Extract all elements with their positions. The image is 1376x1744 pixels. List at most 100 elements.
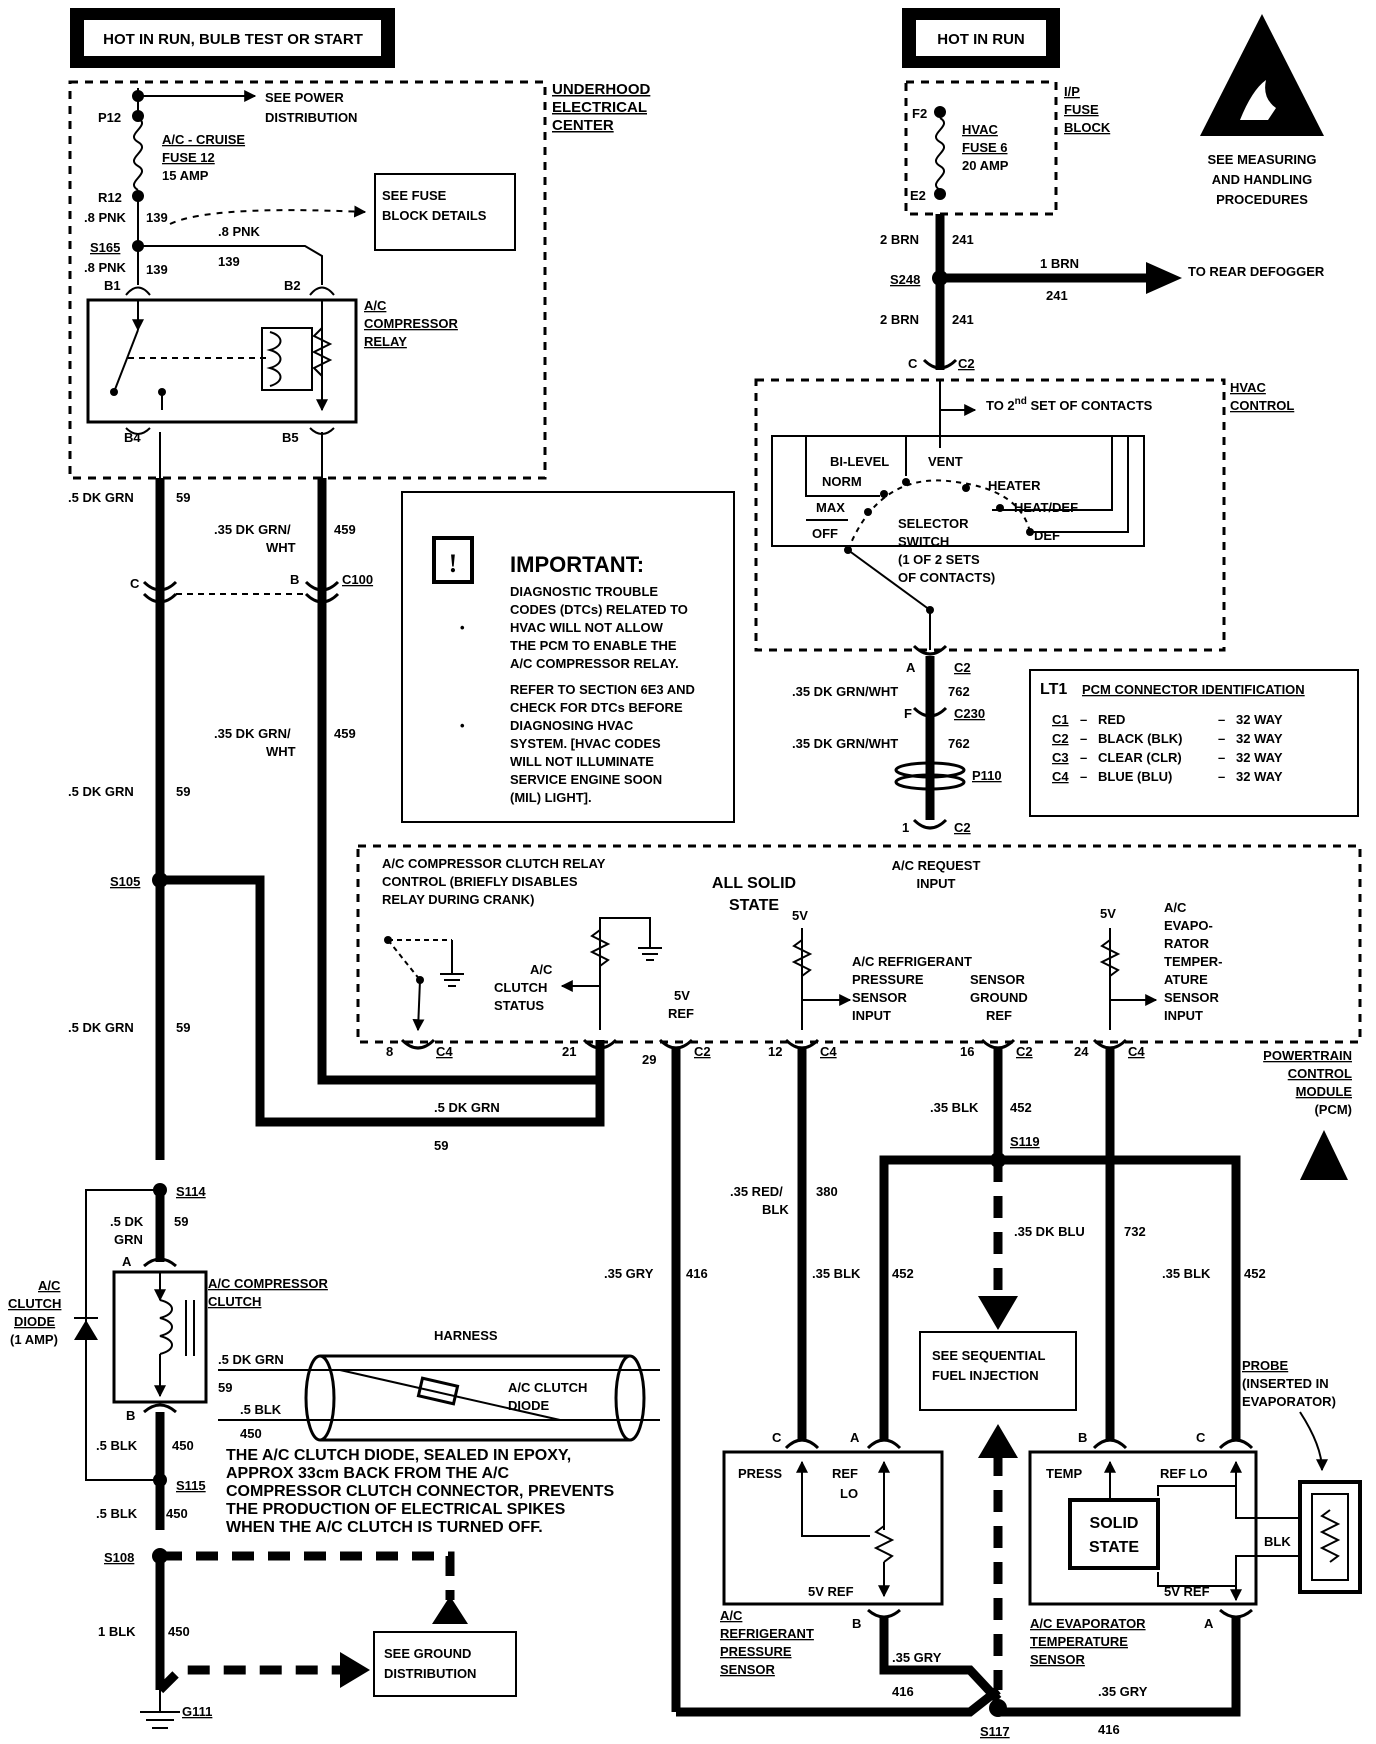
wire-241-a: 2 BRN (880, 232, 919, 247)
circ-241-a: 241 (952, 232, 974, 247)
ts-pin-b: B (1078, 1430, 1087, 1445)
pressure-input-label-2: PRESSURE (852, 972, 924, 987)
see-fuse-label-1: SEE FUSE (382, 188, 447, 203)
probe-thermistor (1298, 1480, 1362, 1594)
clutch-status-label-3: STATUS (494, 998, 544, 1013)
max-label: MAX (816, 500, 845, 515)
circ-762-b: 762 (948, 736, 970, 751)
circ-450-b: 450 (166, 1506, 188, 1521)
circ-459-b: 459 (334, 726, 356, 741)
r12-label: R12 (98, 190, 122, 205)
see-power-label-1: SEE POWER (265, 90, 344, 105)
ip-label-2: FUSE (1064, 102, 1099, 117)
probe-label-3: EVAPORATOR) (1242, 1394, 1336, 1409)
diode-note-1: THE A/C CLUTCH DIODE, SEALED IN EPOXY, (226, 1447, 571, 1464)
c100-pin-b: B (290, 572, 299, 587)
s117-splice (989, 1699, 1007, 1717)
heater-label: HEATER (988, 478, 1041, 493)
hvac-control-label-1: HVAC (1230, 380, 1266, 395)
circ-139-b: 139 (218, 254, 240, 269)
wire-450-a: .5 BLK (96, 1438, 138, 1453)
esd-warning-icon (1200, 14, 1324, 136)
pin-16: 16 (960, 1044, 974, 1059)
circ-59-low: 59 (176, 1020, 190, 1035)
pin-29-conn: C2 (694, 1044, 711, 1059)
lt1-title-b: PCM CONNECTOR IDENTIFICATION (1082, 682, 1305, 697)
wire-416: .35 GRY (604, 1266, 654, 1281)
harness-drawing (218, 1354, 660, 1442)
selector-label-3: (1 OF 2 SETS (898, 552, 980, 567)
see-fuse-label-2: BLOCK DETAILS (382, 208, 487, 223)
ps-label-2: REFRIGERANT (720, 1626, 814, 1641)
esd-label-2: AND HANDLING (1212, 172, 1312, 187)
selector-label-2: SWITCH (898, 534, 949, 549)
pin-b1: B1 (104, 278, 121, 293)
circ-241-b: 241 (952, 312, 974, 327)
clutch-label-2: CLUTCH (208, 1294, 261, 1309)
evap-input-label-2: EVAPO- (1164, 918, 1213, 933)
important-b1-3: HVAC WILL NOT ALLOW (510, 620, 664, 635)
svg-text:!: ! (449, 549, 458, 578)
wire-59-clutch-2: GRN (114, 1232, 143, 1247)
diode-label-3: DIODE (14, 1314, 56, 1329)
lt1-row-dash: – (1080, 731, 1087, 746)
vent-label: VENT (928, 454, 963, 469)
probe-label-2: (INSERTED IN (1242, 1376, 1329, 1391)
wire-8pnk-c: .8 PNK (84, 260, 127, 275)
lt1-row-conn: C4 (1052, 769, 1069, 784)
wire-380-2: BLK (762, 1202, 789, 1217)
ts-solid-label-2: STATE (1089, 1539, 1139, 1556)
evap-input-label-6: SENSOR (1164, 990, 1220, 1005)
underhood-center-box (68, 80, 547, 480)
ac-compressor-relay (86, 298, 358, 424)
diode-note-3: COMPRESSOR CLUTCH CONNECTOR, PREVENTS (226, 1483, 615, 1500)
s248-label: S248 (890, 272, 920, 287)
ts-blk-label: BLK (1264, 1534, 1291, 1549)
esd-label-1: SEE MEASURING (1207, 152, 1316, 167)
sensor-ground-label-2: GROUND (970, 990, 1028, 1005)
lt1-row-dash: – (1080, 712, 1087, 727)
ts-temp-label: TEMP (1046, 1466, 1082, 1481)
relay-label-1: A/C (364, 298, 387, 313)
circ-380: 380 (816, 1184, 838, 1199)
s108-label: S108 (104, 1550, 134, 1565)
wire-59-low: .5 DK GRN (68, 1020, 134, 1035)
c2-a-pin: A (906, 660, 916, 675)
pcm-label-1: POWERTRAIN (1263, 1048, 1352, 1063)
gry-a-wire: .35 GRY (892, 1650, 942, 1665)
circ-59-top: 59 (176, 490, 190, 505)
harness-diode-2: DIODE (508, 1398, 550, 1413)
c2-1-label: C2 (954, 820, 971, 835)
evaporator-temperature-sensor (1028, 1450, 1258, 1606)
diode-note-5: WHEN THE A/C CLUTCH IS TURNED OFF. (226, 1519, 543, 1536)
fuse-12-label-3: 15 AMP (162, 168, 209, 183)
circ-452-b: 452 (892, 1266, 914, 1281)
header-hot-run-bulb-text: HOT IN RUN, BULB TEST OR START (103, 31, 363, 48)
pressure-input-label-4: INPUT (852, 1008, 891, 1023)
important-b1-4: THE PCM TO ENABLE THE (510, 638, 677, 653)
second-set-label: TO 2nd SET OF CONTACTS (986, 396, 1153, 413)
ps-lo-label: LO (840, 1486, 858, 1501)
lt1-row-desc: CLEAR (CLR) (1098, 750, 1182, 765)
five-v-ref-label-1: 5V (674, 988, 690, 1003)
gry-a-circ: 416 (892, 1684, 914, 1699)
relay-control-label-2: CONTROL (BRIEFLY DISABLES (382, 874, 578, 889)
sfi-label-2: FUEL INJECTION (932, 1368, 1039, 1383)
underhood-title-1: UNDERHOOD (552, 81, 651, 98)
c100-pin-c: C (130, 576, 140, 591)
lt1-row-dash: – (1218, 769, 1225, 784)
p110-label: P110 (972, 768, 1002, 783)
five-v-ref-label-2: REF (668, 1006, 694, 1021)
lt1-row-conn: C1 (1052, 712, 1069, 727)
rear-defogger-label: TO REAR DEFOGGER (1188, 264, 1325, 279)
lt1-row-dash: – (1218, 750, 1225, 765)
lt1-row-size: 32 WAY (1236, 712, 1283, 727)
heat-def-label: HEAT/DEF (1014, 500, 1078, 515)
important-bullet-2: • (460, 718, 465, 733)
ps-ref-label: REF (832, 1466, 858, 1481)
ip-label-3: BLOCK (1064, 120, 1111, 135)
exclamation-icon: ! (432, 536, 474, 584)
header-hot-run-bulb: HOT IN RUN, BULB TEST OR START (70, 8, 395, 68)
wire-59-horiz: .5 DK GRN (434, 1100, 500, 1115)
